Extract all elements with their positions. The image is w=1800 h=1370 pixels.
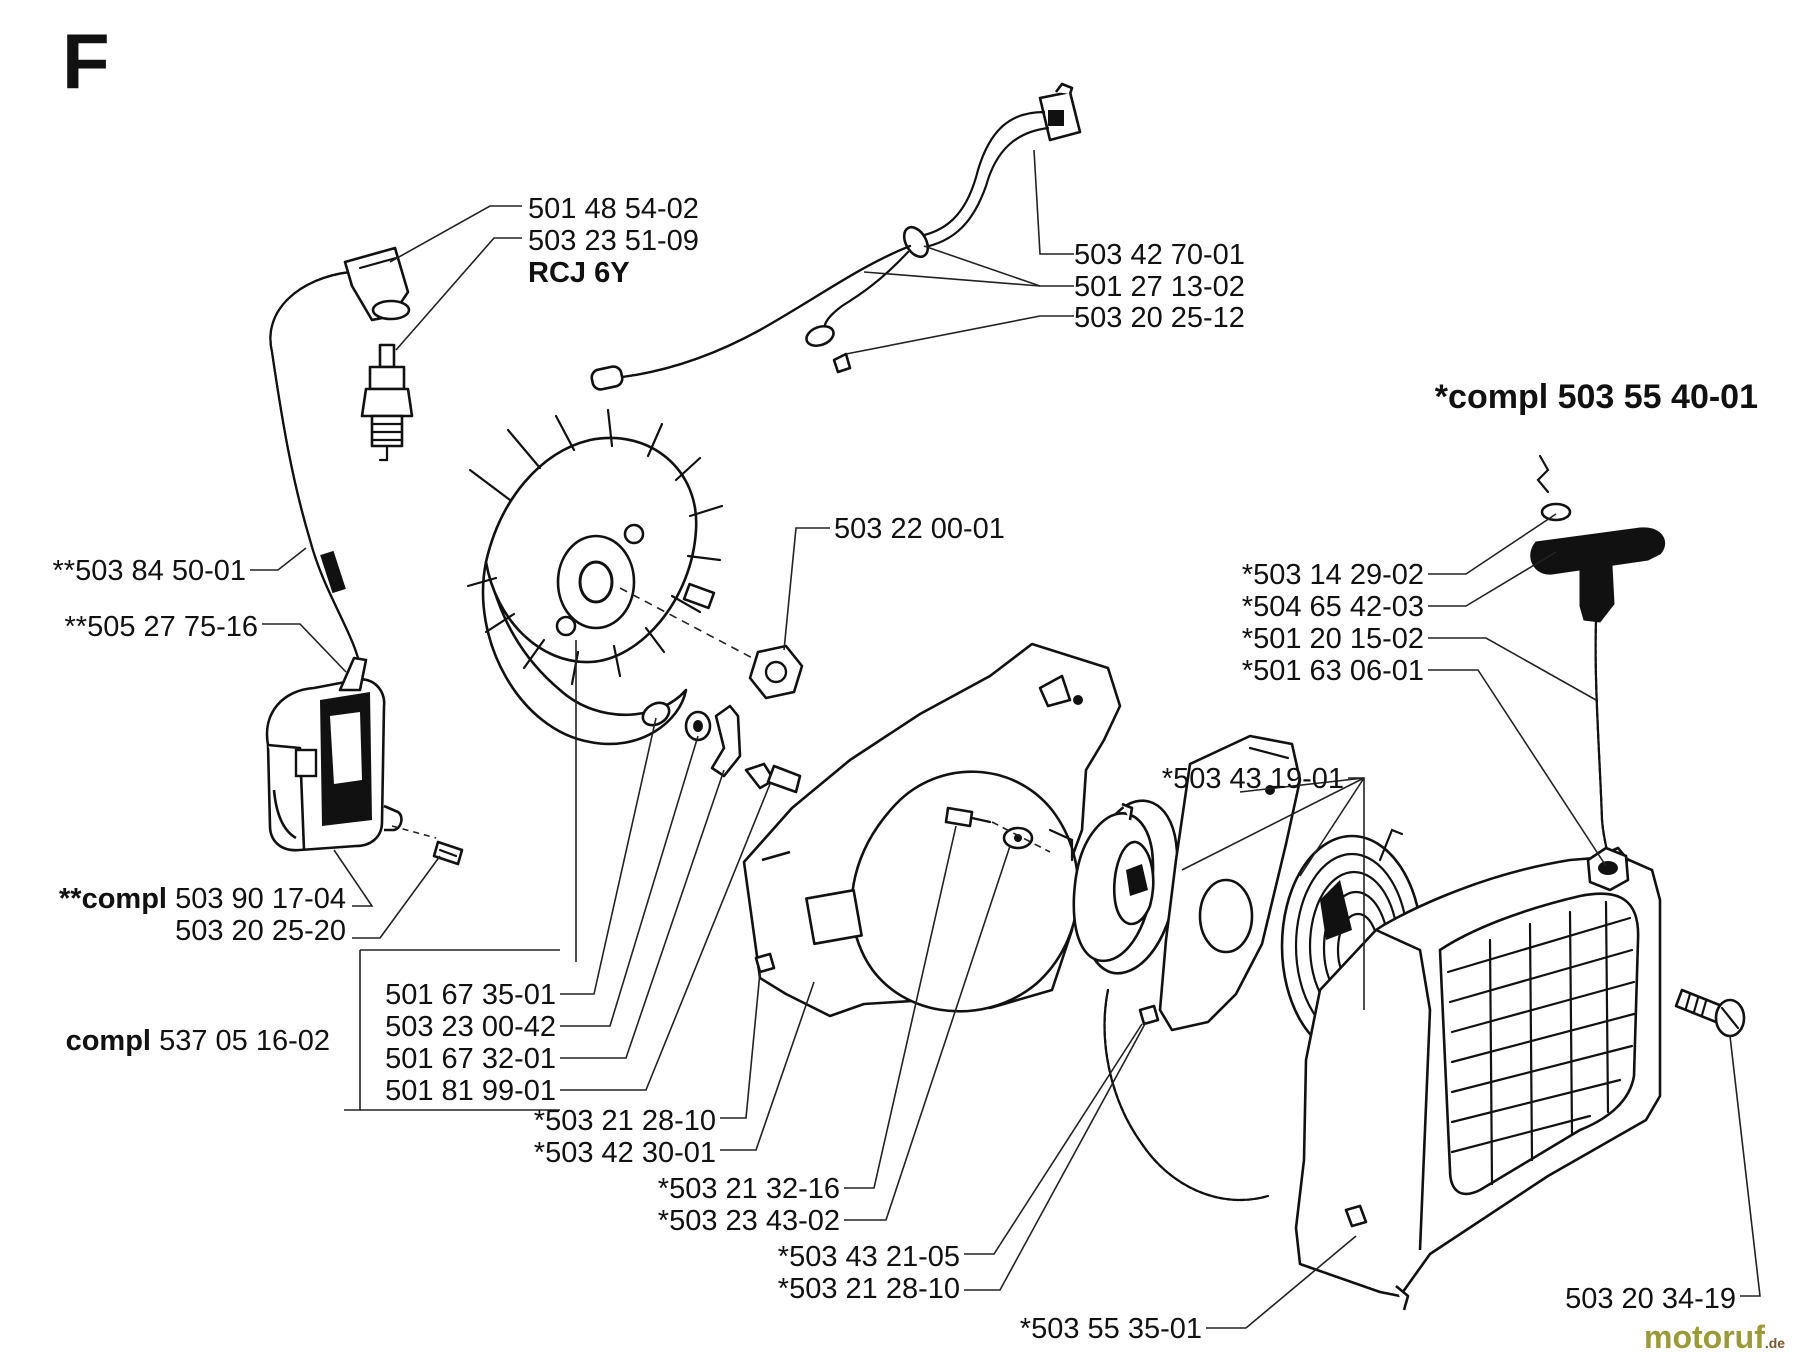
part-label-rcj-6y: RCJ 6Y — [528, 257, 630, 289]
part-label-503-23-00-42: 503 23 00-42 — [385, 1011, 556, 1043]
part-label-503-14-29-02: *503 14 29-02 — [1242, 559, 1424, 591]
part-label-503-43-19-01: *503 43 19-01 — [1162, 763, 1344, 795]
part-label-501-63-06-01: *501 63 06-01 — [1242, 655, 1424, 687]
part-label-503-42-30-01: *503 42 30-01 — [534, 1137, 716, 1169]
part-label-504-65-42-03: *504 65 42-03 — [1242, 591, 1424, 623]
part-label-503-21-28-10-a: *503 21 28-10 — [534, 1105, 716, 1137]
ignition-compl-label: **compl 503 90 17-04 — [59, 883, 346, 915]
starter-compl-label: *compl 503 55 40-01 — [1435, 378, 1758, 416]
starter-handle-drawing — [1530, 454, 1665, 892]
flywheel-nut-drawing — [619, 587, 804, 700]
flywheel-compl-label: compl 537 05 16-02 — [66, 1025, 330, 1057]
plate-screw-drawing — [944, 806, 1051, 853]
housing-screw-drawing — [1138, 1004, 1160, 1026]
part-label-503-42-70-01: 503 42 70-01 — [1074, 239, 1245, 271]
part-label-501-67-32-01: 501 67 32-01 — [385, 1043, 556, 1075]
section-letter: F — [62, 17, 110, 105]
leader-lines — [250, 149, 1761, 1329]
cover-screw-drawing — [1674, 988, 1746, 1038]
part-label-503-84-50-01: **503 84 50-01 — [53, 555, 247, 587]
ignition-lead-drawing — [269, 246, 411, 682]
part-label-503-23-51-09: 503 23 51-09 — [528, 225, 699, 257]
part-label-503-20-34-19: 503 20 34-19 — [1565, 1283, 1736, 1315]
part-label-501-27-13-02: 501 27 13-02 — [1074, 271, 1245, 303]
watermark: motoruf.de — [1644, 1319, 1785, 1355]
part-label-505-27-75-16: **505 27 75-16 — [65, 611, 259, 643]
part-label-501-20-15-02: *501 20 15-02 — [1242, 623, 1424, 655]
part-label-503-20-25-12: 503 20 25-12 — [1074, 302, 1245, 334]
part-label-503-20-25-20: 503 20 25-20 — [175, 915, 346, 947]
small-screw-drawing — [754, 952, 776, 974]
starter-housing-plate-drawing — [742, 642, 1122, 1018]
part-labels: 501 48 54-02 503 23 51-09 RCJ 6Y 503 42 … — [53, 193, 1759, 1345]
part-label-503-23-43-02: *503 23 43-02 — [658, 1205, 840, 1237]
pulley-drawing — [1072, 799, 1179, 975]
ignition-screw-drawing — [391, 825, 464, 866]
part-label-503-21-32-16: *503 21 32-16 — [658, 1173, 840, 1205]
part-label-503-43-21-05: *503 43 21-05 — [778, 1241, 960, 1273]
ignition-module-drawing — [265, 656, 403, 852]
spring-cup-drawing — [1158, 734, 1302, 1032]
part-label-501-48-54-02: 501 48 54-02 — [528, 193, 699, 225]
pawl-set-drawing — [641, 701, 802, 794]
starter-cover-drawing — [1294, 846, 1662, 1311]
spark-plug-drawing — [360, 343, 414, 462]
part-label-503-21-28-10-b: *503 21 28-10 — [778, 1273, 960, 1305]
wire-harness-drawing — [590, 82, 1082, 391]
part-label-503-22-00-01: 503 22 00-01 — [834, 513, 1005, 545]
flywheel-drawing — [466, 408, 724, 746]
part-label-501-67-35-01: 501 67 35-01 — [385, 979, 556, 1011]
part-label-501-81-99-01: 501 81 99-01 — [385, 1075, 556, 1107]
starter-cord-drawing — [1103, 988, 1270, 1201]
part-label-503-55-35-01: *503 55 35-01 — [1020, 1313, 1202, 1345]
